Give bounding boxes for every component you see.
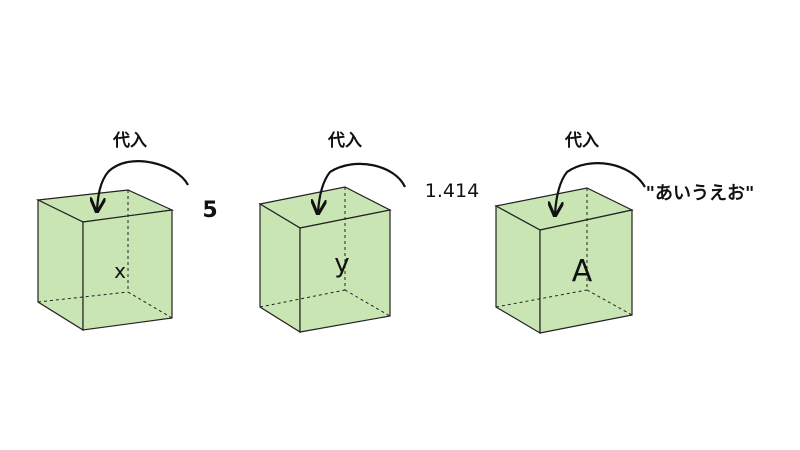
assigned-value-5: 5	[202, 198, 217, 223]
box-hidden-edges	[495, 188, 633, 316]
assign-label-y: 代入	[327, 130, 362, 151]
assign-arrow-x	[97, 160, 189, 210]
box-left-face	[37, 199, 84, 332]
assigned-value-aiueo: "あいうえお"	[646, 183, 755, 204]
assigned-value-1414: 1.414	[425, 180, 479, 202]
variable-name-x: x	[114, 259, 126, 283]
assign-arrow-a	[555, 162, 646, 214]
variable-name-a: A	[572, 254, 593, 289]
assign-arrow-y	[318, 162, 407, 212]
variable-box-x: x 代入 5	[35, 130, 218, 332]
assign-label-a: 代入	[564, 130, 599, 151]
variable-box-a: A 代入 "あいうえお"	[494, 130, 755, 335]
box-hidden-edges	[259, 187, 391, 317]
box-hidden-edges	[37, 190, 173, 319]
variable-name-y: y	[334, 249, 349, 279]
variable-box-y: y 代入 1.414	[258, 130, 479, 334]
assign-label-x: 代入	[112, 130, 147, 151]
